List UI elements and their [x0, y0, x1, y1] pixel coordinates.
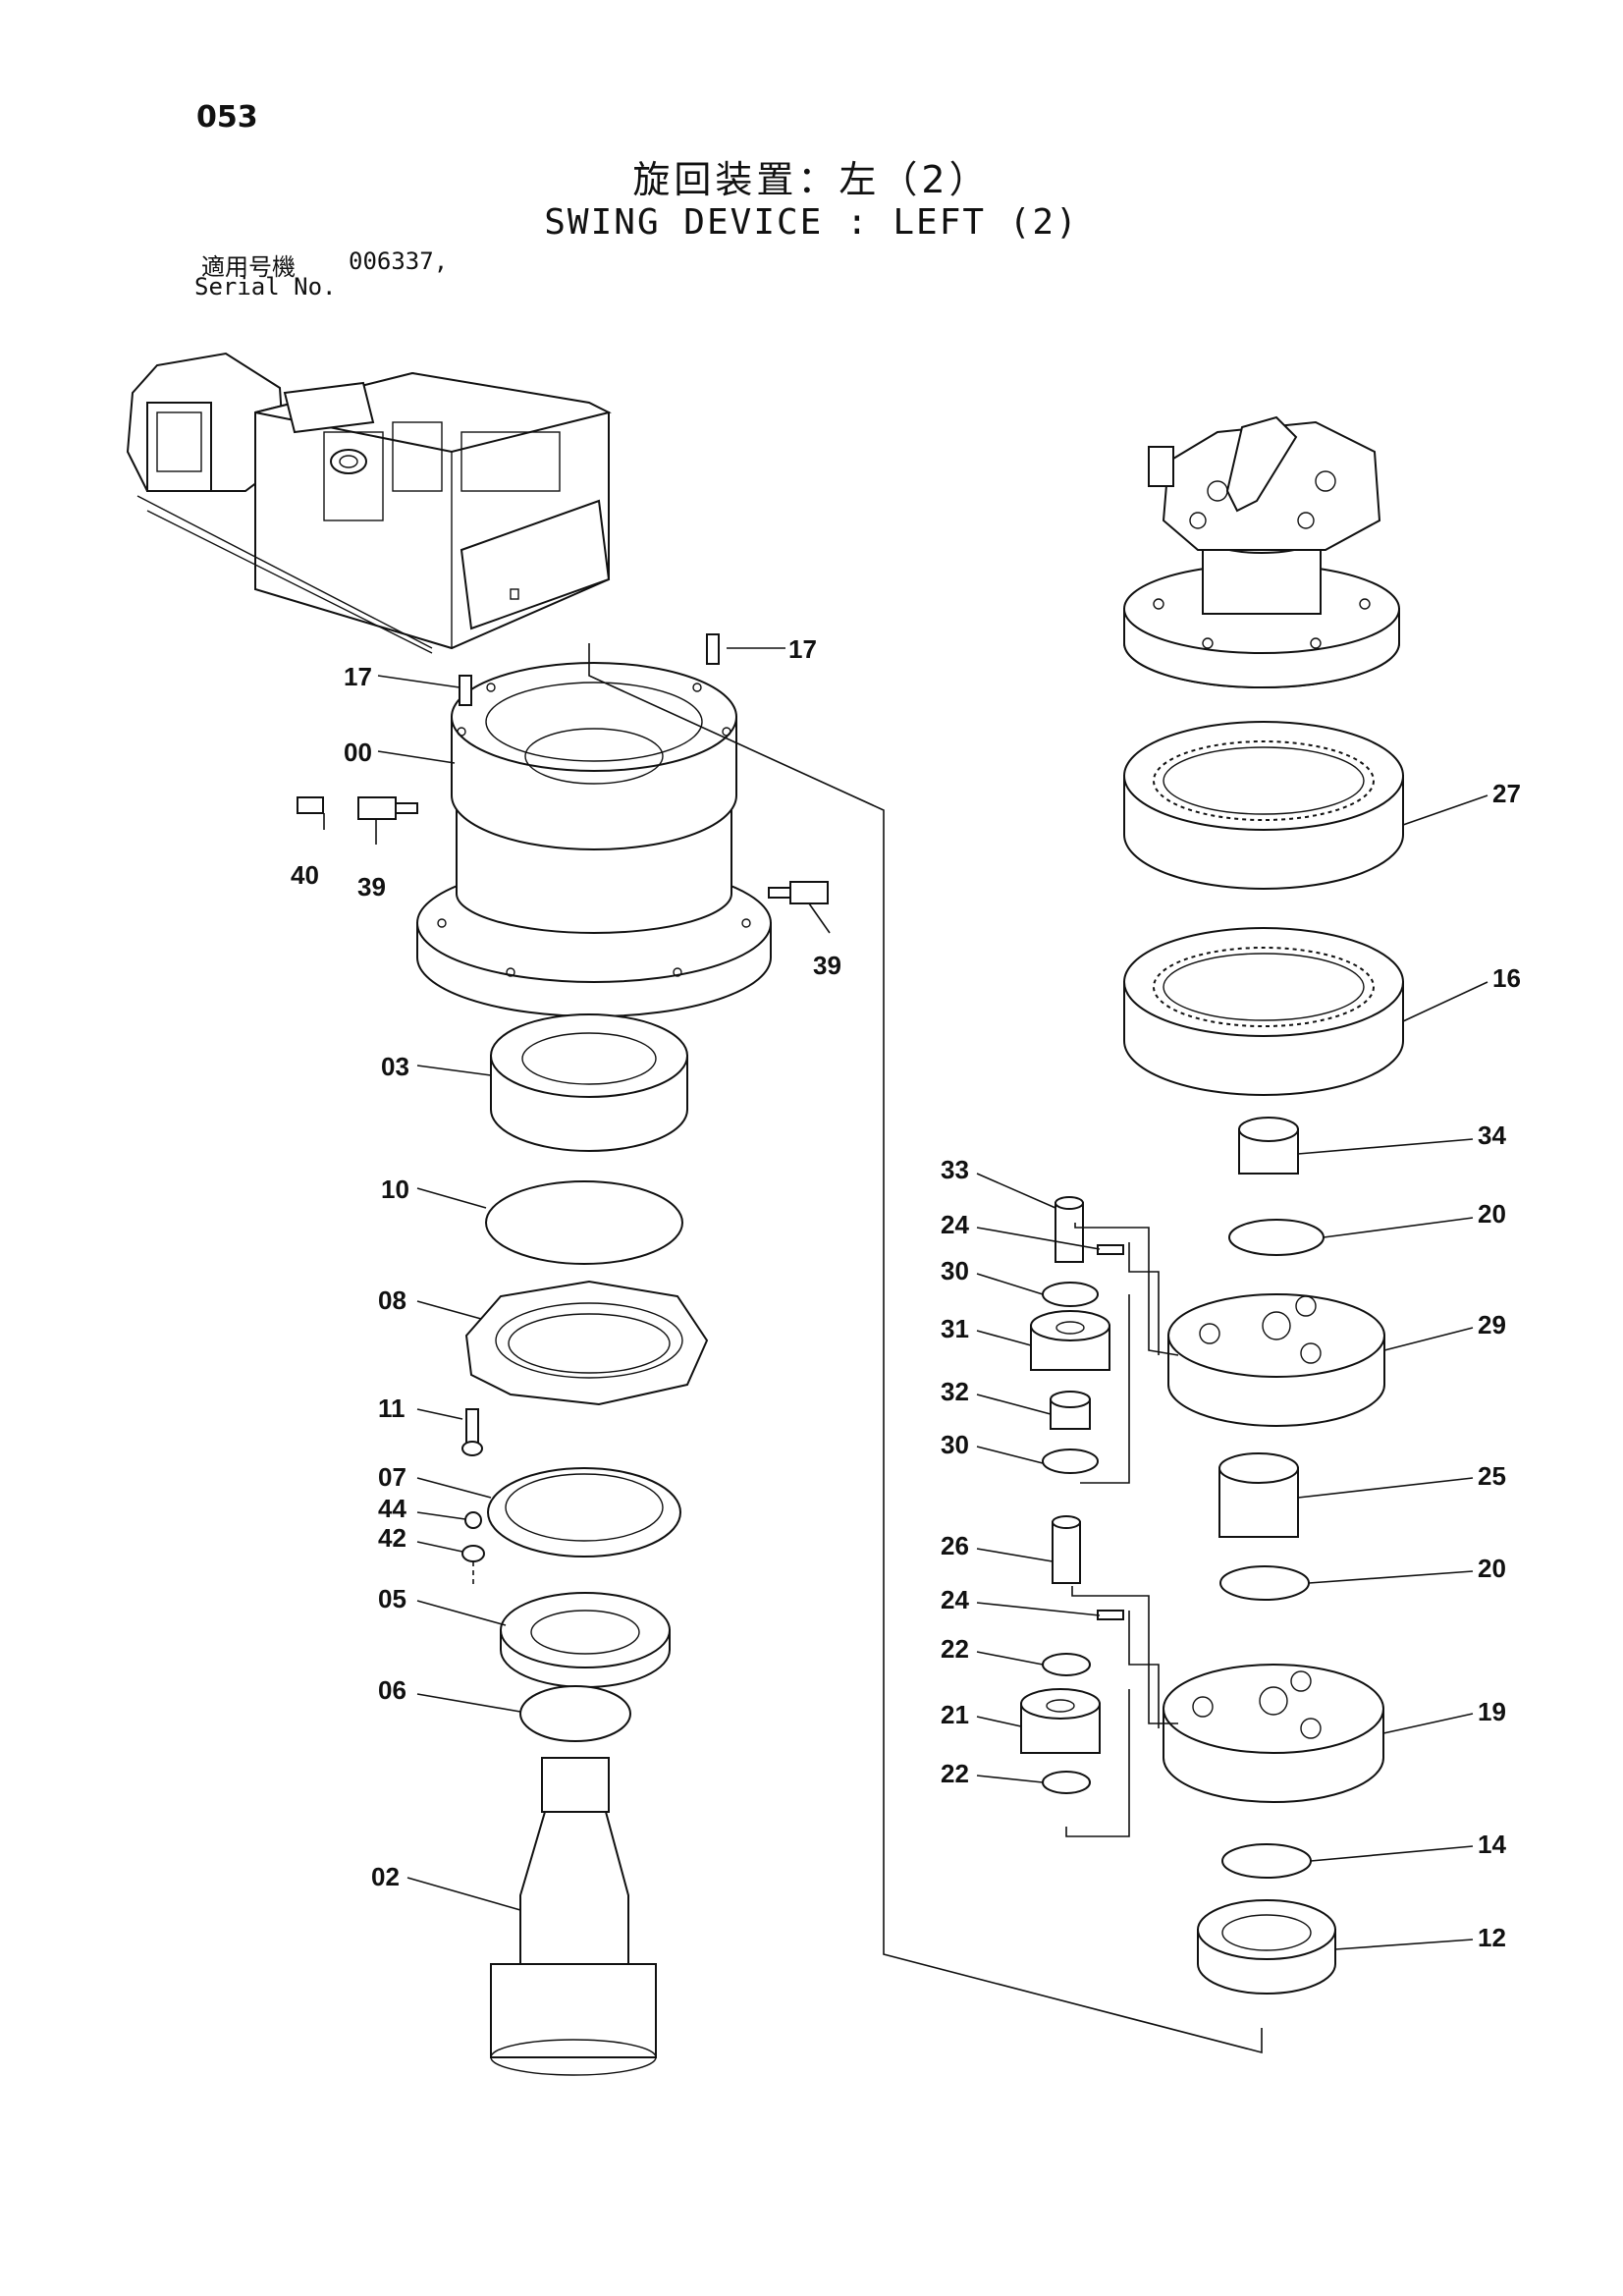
callout-20-upper: 20: [1478, 1199, 1506, 1229]
callout-30-lower: 30: [941, 1430, 969, 1459]
callout-02: 02: [371, 1862, 400, 1891]
thrust-washer-22-upper: [1042, 1653, 1091, 1676]
fitting-39-left: [357, 796, 418, 820]
callout-06: 06: [378, 1675, 406, 1705]
title-english: SWING DEVICE : LEFT (2): [544, 202, 1079, 243]
callout-31: 31: [941, 1314, 969, 1343]
dowel-pin-17-right: [706, 633, 720, 665]
callout-17-left: 17: [344, 662, 372, 691]
shaft-02: [490, 1757, 657, 2076]
callout-10: 10: [381, 1175, 409, 1204]
callout-24-upper: 24: [941, 1210, 969, 1239]
thrust-plate-20-lower: [1219, 1565, 1310, 1601]
callout-03: 03: [381, 1052, 409, 1081]
callout-00: 00: [344, 738, 372, 767]
ring-gear-16: [1123, 927, 1404, 1096]
callout-leader-lines: [323, 647, 1488, 1950]
callout-25: 25: [1478, 1461, 1506, 1491]
callout-21: 21: [941, 1700, 969, 1729]
collar-05: [500, 1592, 671, 1688]
callout-39-right: 39: [813, 951, 841, 980]
callout-34: 34: [1478, 1121, 1506, 1150]
housing-00: [416, 662, 772, 1017]
thrust-washer-30-upper: [1042, 1282, 1099, 1307]
callout-20-lower: 20: [1478, 1554, 1506, 1583]
callout-33: 33: [941, 1155, 969, 1184]
callout-11: 11: [378, 1394, 406, 1423]
callout-22-upper: 22: [941, 1634, 969, 1664]
callout-05: 05: [378, 1584, 406, 1613]
callout-40: 40: [291, 860, 319, 890]
callout-22-lower: 22: [941, 1759, 969, 1788]
page-number: 053: [196, 100, 258, 135]
sun-gear-25: [1218, 1452, 1299, 1538]
dowel-pin-17-left: [459, 675, 472, 706]
callout-08: 08: [378, 1285, 406, 1315]
callout-39-left: 39: [357, 872, 386, 902]
callout-19: 19: [1478, 1697, 1506, 1726]
callout-42: 42: [378, 1523, 406, 1553]
callout-16: 16: [1492, 963, 1521, 993]
callout-27: 27: [1492, 779, 1521, 808]
washer-42: [461, 1545, 485, 1562]
planetary-gear-31: [1030, 1310, 1110, 1371]
callout-12: 12: [1478, 1923, 1506, 1952]
callout-17-right: 17: [788, 634, 817, 664]
bolt-44: [464, 1511, 482, 1529]
shim-06: [519, 1685, 631, 1742]
thrust-plate-20-upper: [1228, 1219, 1325, 1256]
bearing-12: [1197, 1899, 1336, 1995]
retainer-08: [464, 1280, 709, 1406]
callout-labels: 17 17 00 40 39 39 03 10 08 11 07 44 42 0…: [291, 634, 1521, 1952]
assembly-bracket-lines: [472, 643, 1263, 2054]
bearing-03: [490, 1013, 688, 1152]
callout-24-lower: 24: [941, 1585, 969, 1614]
pinion-34: [1238, 1117, 1299, 1175]
planetary-gear-21: [1020, 1688, 1101, 1754]
plug-40: [297, 796, 324, 814]
title-japanese: 旋回装置：左（2）: [632, 158, 991, 201]
carrier-19: [1163, 1664, 1384, 1803]
carrier-29: [1167, 1293, 1385, 1427]
fitting-39-right: [768, 881, 829, 904]
snap-ring-14: [1221, 1843, 1312, 1879]
callout-14: 14: [1478, 1830, 1506, 1859]
bolt-11: [461, 1408, 483, 1456]
swing-motor-illustration: [1123, 415, 1400, 688]
callout-32: 32: [941, 1377, 969, 1406]
pin-33: [1055, 1196, 1084, 1263]
serial-label-japanese: 適用号機: [201, 253, 296, 281]
needle-bearing-32: [1050, 1391, 1091, 1430]
callout-26: 26: [941, 1531, 969, 1560]
callout-29: 29: [1478, 1310, 1506, 1339]
callout-44: 44: [378, 1494, 406, 1523]
thrust-washer-22-lower: [1042, 1771, 1091, 1794]
oil-seal-07: [487, 1467, 681, 1558]
spring-pin-24-upper: [1097, 1244, 1124, 1255]
spring-pin-24-lower: [1097, 1610, 1124, 1620]
thrust-washer-30-lower: [1042, 1449, 1099, 1474]
shim-10: [485, 1180, 683, 1265]
serial-label-english: Serial No.: [194, 273, 337, 301]
callout-07: 07: [378, 1462, 406, 1492]
callout-30-upper: 30: [941, 1256, 969, 1285]
ring-gear-27: [1123, 721, 1404, 890]
pin-26: [1052, 1515, 1081, 1584]
serial-number-value: 006337,: [349, 247, 449, 275]
excavator-overview-illustration: [126, 352, 612, 654]
